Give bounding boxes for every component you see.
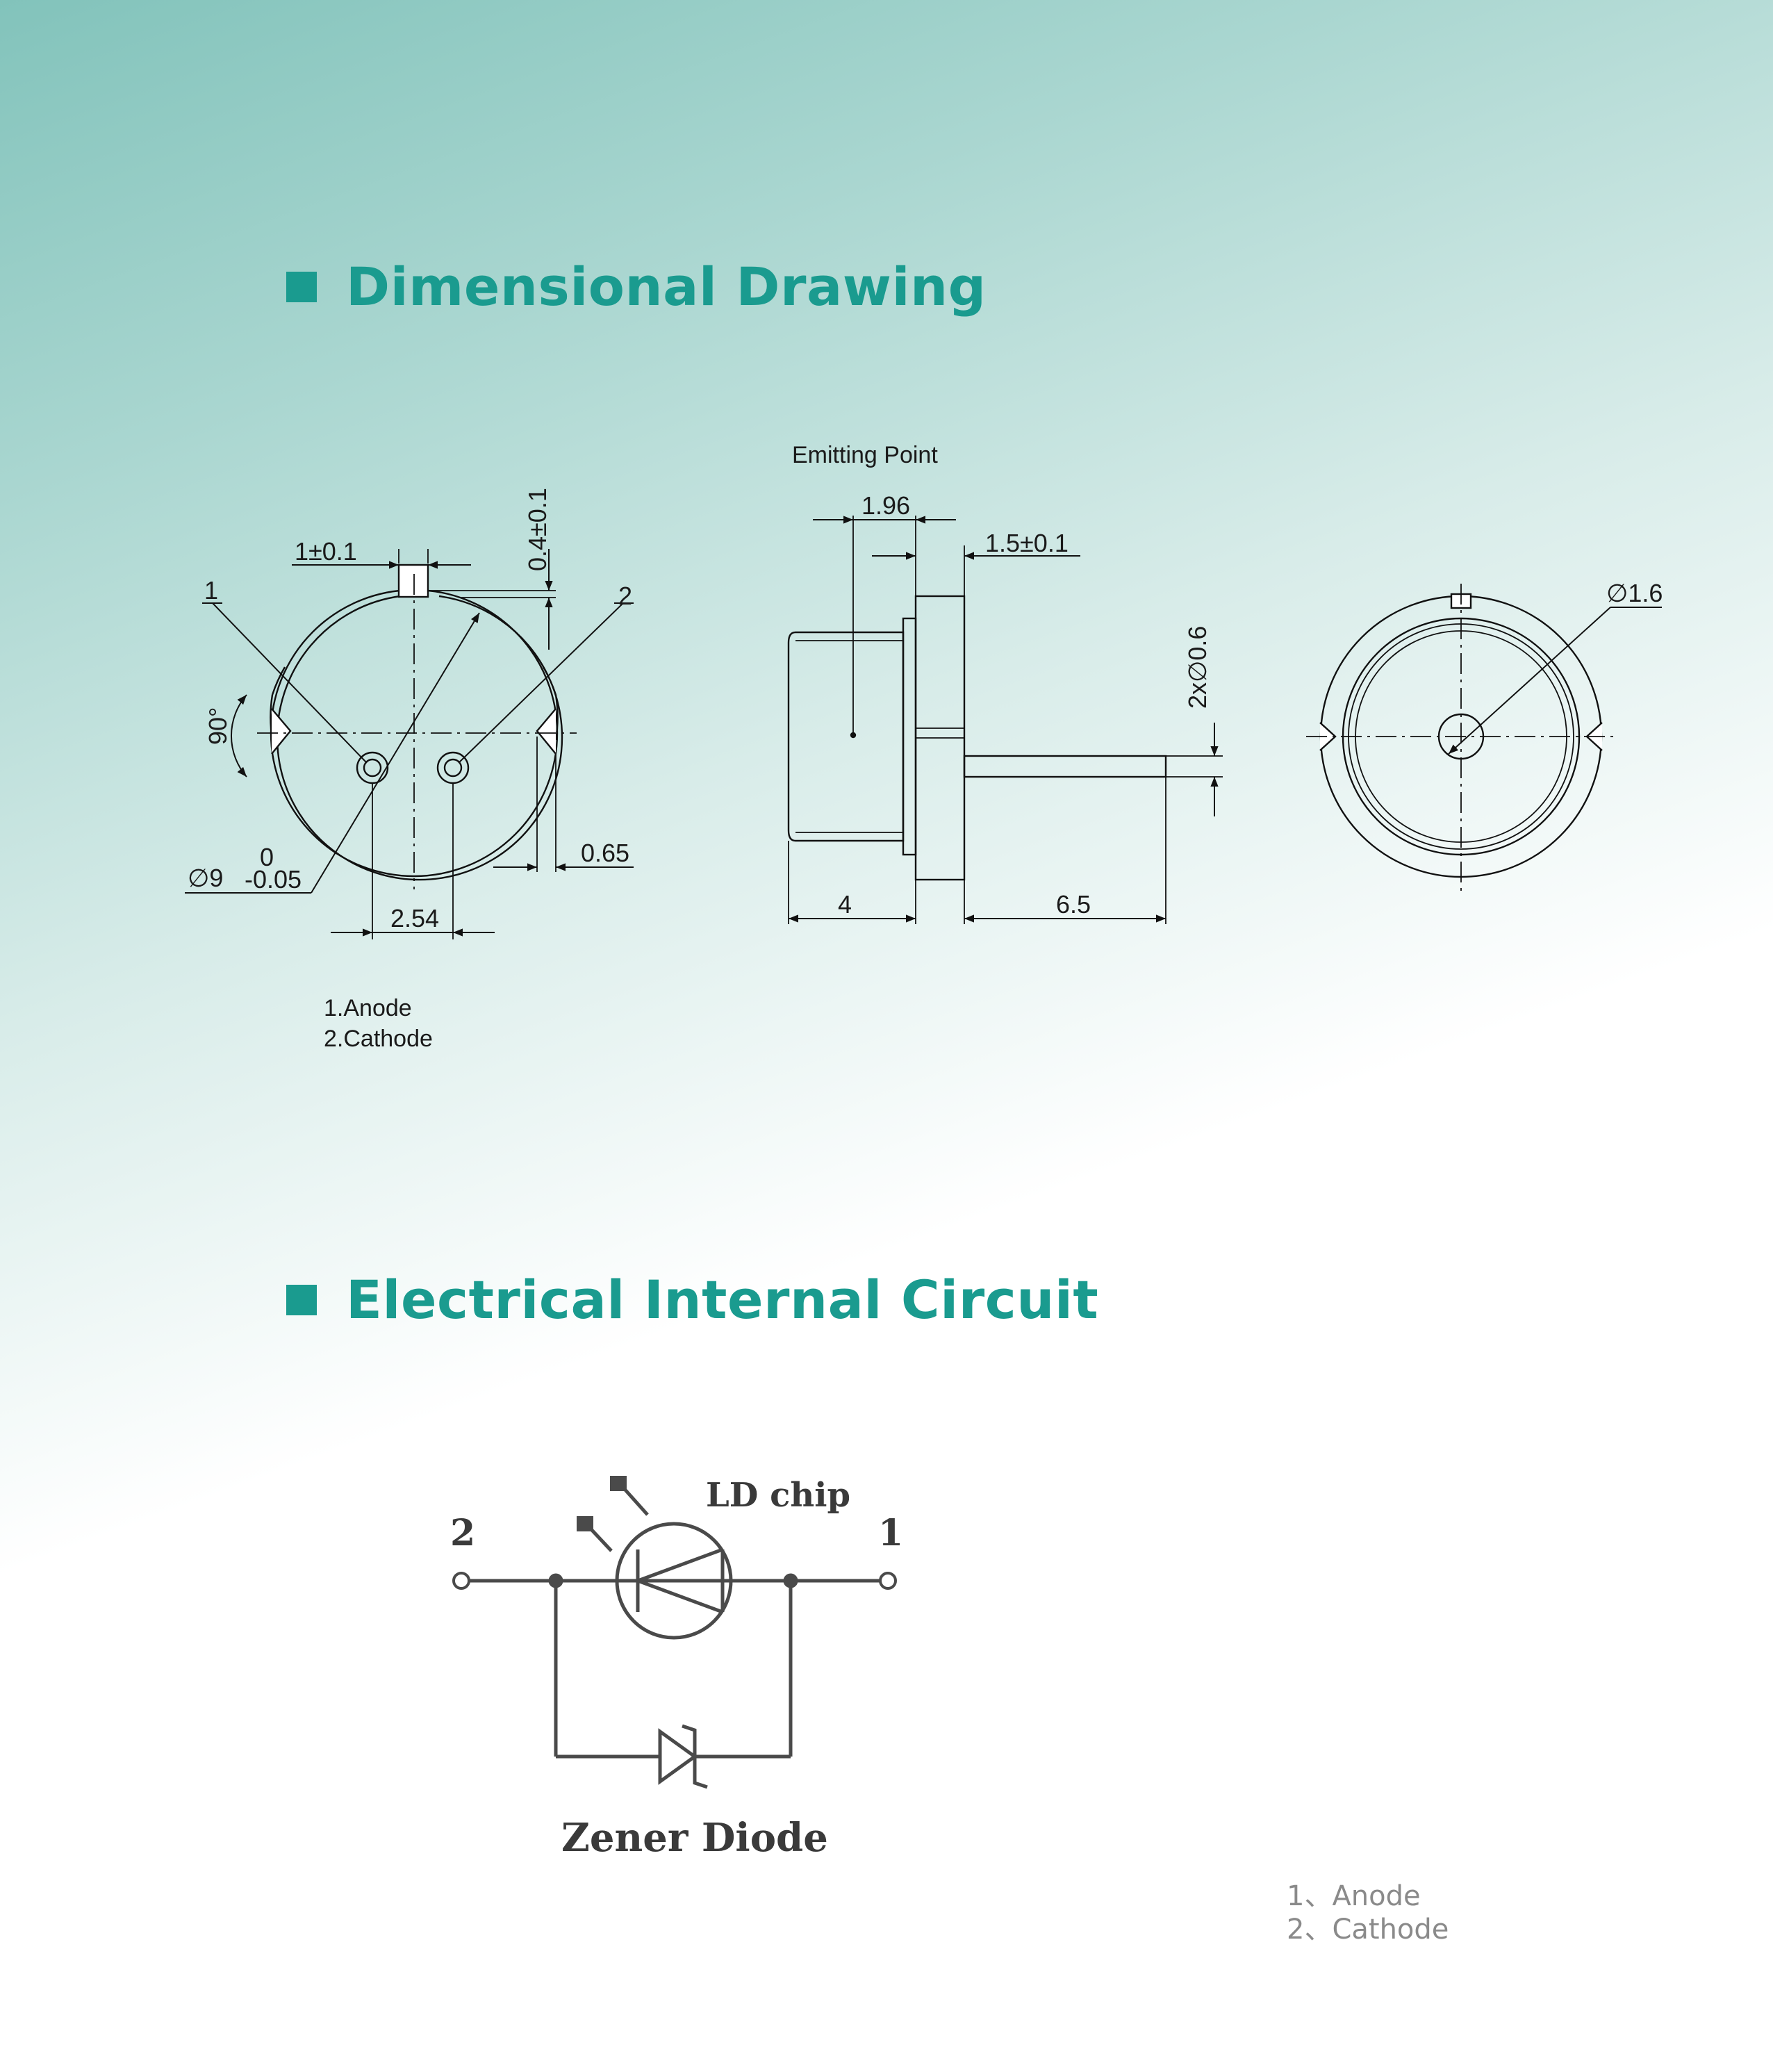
pin-legend-1: 1.Anode xyxy=(324,995,412,1021)
ld-chip-label: LD chip xyxy=(706,1476,850,1515)
pin-diameter-dim: 2x∅0.6 xyxy=(1183,626,1212,709)
lead-pin xyxy=(963,755,1167,778)
zener-triangle xyxy=(658,1728,698,1785)
zener-diode-label: Zener Diode xyxy=(561,1815,828,1861)
side-view xyxy=(787,516,1223,924)
pin1-callout: 1 xyxy=(204,576,218,605)
pin2-inner xyxy=(443,758,463,778)
circuit-legend-1: 1、Anode xyxy=(1287,1880,1421,1912)
pin2-callout: 2 xyxy=(618,582,632,610)
front-body-outline xyxy=(270,595,563,881)
diameter-tol-lower: -0.05 xyxy=(245,865,302,894)
angle-dim: 90° xyxy=(204,707,232,745)
zener-bar xyxy=(682,1724,708,1789)
front-view-labels: 1 2 1±0.1 0.4±0.1 90° ∅9 0 -0.05 2.54 0.… xyxy=(188,488,632,1052)
diameter-leader xyxy=(311,612,480,894)
window-leader xyxy=(1448,607,1611,755)
pin2-leader xyxy=(458,602,624,764)
pin-length-dim: 6.5 xyxy=(1056,890,1091,919)
top-notch xyxy=(397,564,429,598)
cap-length-dim: 4 xyxy=(838,890,852,919)
flange-thickness-dim: 1.5±0.1 xyxy=(985,529,1069,557)
top-view xyxy=(1306,584,1662,891)
diameter-tol-upper: 0 xyxy=(260,843,274,871)
light-arrow-icon xyxy=(577,1516,593,1531)
circuit-labels: LD chip Zener Diode 2 1 1、Anode 2、Cathod… xyxy=(450,1476,1449,1946)
dimensional-drawing-heading: Dimensional Drawing xyxy=(286,256,987,318)
node-2-label: 2 xyxy=(450,1512,475,1554)
pin-legend-2: 2.Cathode xyxy=(324,1026,433,1052)
emitting-point-label: Emitting Point xyxy=(792,442,938,468)
side-view-labels: Emitting Point 1.96 1.5±0.1 2x∅0.6 4 6.5 xyxy=(792,442,1212,919)
circuit-heading: Electrical Internal Circuit xyxy=(286,1269,1098,1331)
left-v-notch xyxy=(271,708,292,755)
emit-offset-dim: 1.96 xyxy=(861,491,910,520)
dimensional-drawing-title: Dimensional Drawing xyxy=(346,256,987,318)
ld-chip-circle xyxy=(615,1522,733,1640)
heading-bullet-icon xyxy=(286,271,317,302)
node-1-label: 1 xyxy=(878,1512,903,1554)
notch-width-dim: 1±0.1 xyxy=(295,537,357,566)
pin-spacing-dim: 2.54 xyxy=(390,904,439,932)
circuit-diagram xyxy=(452,1476,897,1789)
circuit-title: Electrical Internal Circuit xyxy=(346,1269,1099,1331)
pin1-inner xyxy=(363,758,382,778)
flange-offset-dim: 0.65 xyxy=(581,839,629,867)
terminal-1 xyxy=(879,1572,897,1590)
right-v-notch xyxy=(536,708,556,755)
circuit-legend-2: 2、Cathode xyxy=(1287,1914,1449,1946)
window-diameter-dim: ∅1.6 xyxy=(1606,579,1663,607)
pin1-leader xyxy=(212,602,368,764)
heading-bullet-icon xyxy=(286,1284,317,1315)
front-view xyxy=(185,549,634,939)
angle-arc xyxy=(231,694,247,778)
cap-flange-lip xyxy=(902,617,917,856)
terminal-2 xyxy=(452,1572,470,1590)
light-arrow-icon xyxy=(610,1476,627,1491)
diameter-dim: ∅9 xyxy=(188,864,223,892)
notch-depth-dim: 0.4±0.1 xyxy=(523,488,552,571)
cap-body xyxy=(787,631,905,842)
